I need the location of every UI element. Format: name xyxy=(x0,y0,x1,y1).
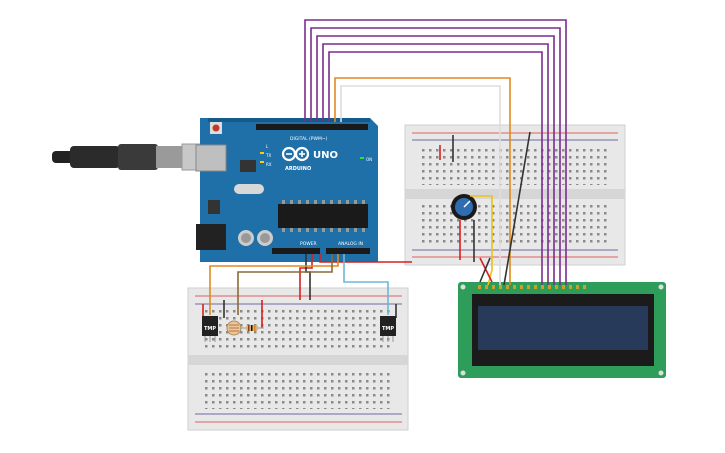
rx-label: RX xyxy=(266,162,272,167)
sensor-right-label: TMP xyxy=(382,326,394,332)
usb-cable xyxy=(52,143,211,171)
tx-label: TX xyxy=(265,153,271,158)
power-jack xyxy=(196,224,226,250)
board-model: UNO xyxy=(313,150,338,161)
potentiometer[interactable] xyxy=(451,194,477,220)
l-label: L xyxy=(266,144,269,149)
temperature-sensor-left: TMP xyxy=(202,316,218,342)
digital-header xyxy=(256,124,368,130)
lcd-module xyxy=(458,282,666,378)
power-label: POWER xyxy=(300,241,317,247)
sensor-left-label: TMP xyxy=(204,326,216,332)
temperature-sensor-right: TMP xyxy=(380,316,396,342)
board-brand: ARDUINO xyxy=(285,166,311,172)
lcd-screen xyxy=(478,306,648,350)
atmega-chip xyxy=(278,204,368,228)
breadboard-top xyxy=(404,124,626,266)
breadboard-bottom xyxy=(187,287,409,431)
arduino-logo-icon xyxy=(281,146,310,162)
on-label: ON xyxy=(366,157,372,162)
arduino-board: UNO ARDUINO DIGITAL (PWM~) POWER ANALOG … xyxy=(195,118,378,262)
resistor xyxy=(240,325,264,331)
analog-label: ANALOG IN xyxy=(338,241,363,247)
digital-label: DIGITAL (PWM~) xyxy=(290,136,328,142)
usb-port xyxy=(195,144,227,172)
photoresistor xyxy=(226,320,242,336)
power-header xyxy=(272,248,320,254)
wires xyxy=(202,19,567,328)
analog-header xyxy=(326,248,370,254)
